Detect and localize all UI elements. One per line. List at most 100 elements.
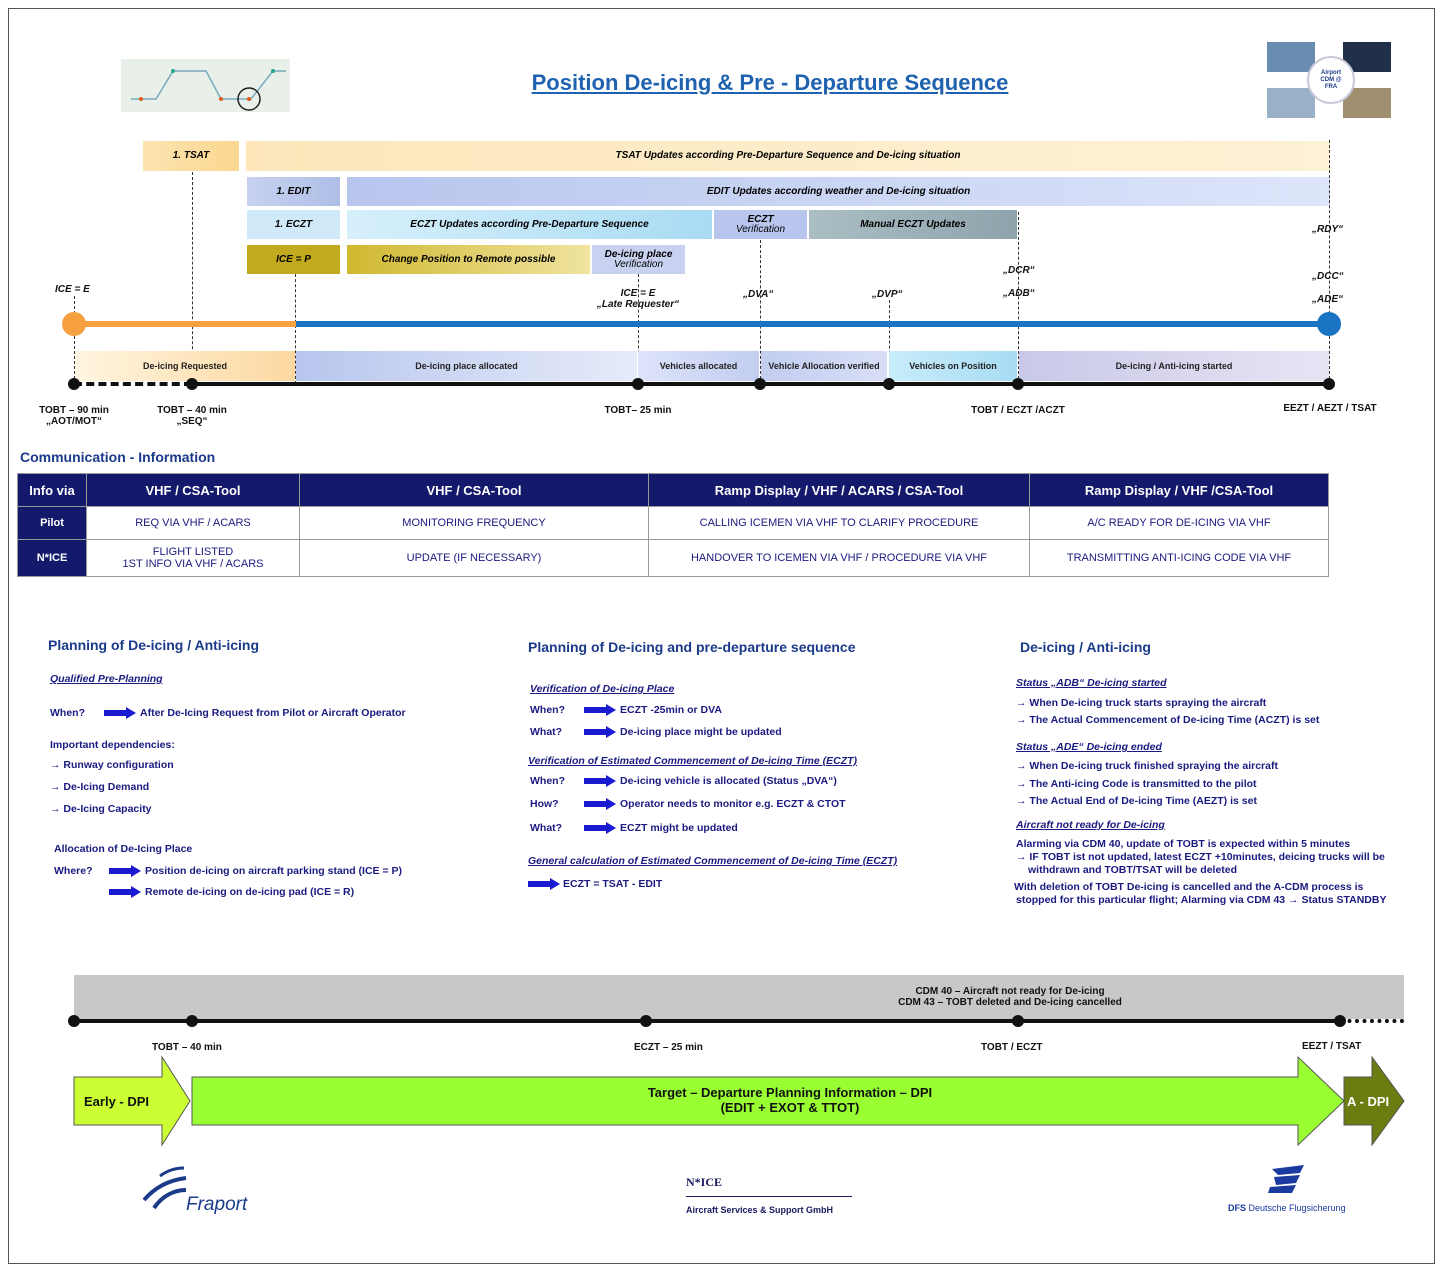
col3-a2: → The Actual Commencement of De-icing Ti… (1016, 714, 1320, 726)
timeline-dot-5 (883, 378, 895, 390)
place-verification-line1: De-icing place (604, 248, 673, 260)
nice-logo: N*ICE Aircraft Services & Support GmbH (686, 1175, 856, 1215)
col1-sub-preplanning: Qualified Pre-Planning (50, 673, 163, 685)
table-cell-line1: FLIGHT LISTED (152, 546, 234, 558)
table-row: Pilot REQ VIA VHF / ACARS MONITORING FRE… (17, 506, 1329, 540)
col1-alloc-heading: Allocation of De-Icing Place (54, 843, 193, 855)
time-label-tobt40: TOBT – 40 min „SEQ“ (152, 405, 232, 427)
col2-w2-key: What? (530, 726, 563, 738)
edit-updates-bar: EDIT Updates according weather and De-ic… (347, 177, 1330, 206)
timeline-dot-6 (1012, 378, 1024, 390)
col3-sub-notready: Aircraft not ready for De-icing (1016, 819, 1165, 831)
vline-dvp (889, 300, 890, 384)
time-label-tobt40-line2: „SEQ“ (176, 416, 208, 427)
lower-timeline-dotted (1340, 1019, 1404, 1023)
col3-c2: → IF TOBT ist not updated, latest ECZT +… (1016, 851, 1385, 863)
arrow-icon (584, 726, 616, 738)
comm-header-2: VHF / CSA-Tool (299, 473, 649, 507)
tsat-first-bar: 1. TSAT (143, 141, 239, 171)
fraport-logo: Fraport (140, 1166, 270, 1216)
col2-heading: Planning of De-icing and pre-departure s… (528, 639, 856, 655)
lower-dot-3 (640, 1015, 652, 1027)
col2-w4-key: How? (530, 798, 559, 810)
col3-sub-adb: Status „ADB“ De-icing started (1016, 677, 1167, 689)
time-label-tobt90-line2: „AOT/MOT“ (45, 416, 103, 427)
comm-header-0: Info via (17, 473, 87, 507)
dfs-emblem-icon (1268, 1165, 1304, 1193)
col1-dep-1: → Runway configuration (50, 759, 174, 771)
airport-cdm-logo: Airport CDM @ FRA (1267, 42, 1391, 118)
col2-w3-key: When? (530, 775, 565, 787)
col3-heading: De-icing / Anti-icing (1020, 639, 1151, 655)
table-cell: A/C READY FOR DE-ICING VIA VHF (1029, 506, 1329, 540)
table-cell: CALLING ICEMEN VIA VHF TO CLARIFY PROCED… (648, 506, 1030, 540)
arrow-icon (104, 707, 136, 719)
col3-sub-ade: Status „ADE“ De-icing ended (1016, 741, 1162, 753)
arrow-icon (584, 704, 616, 716)
table-cell: HANDOVER TO ICEMEN VIA VHF / PROCEDURE V… (648, 539, 1030, 577)
target-dpi-line2: (EDIT + EXOT & TTOT) (720, 1100, 860, 1115)
nice-logo-text: N*ICE (686, 1175, 723, 1189)
dfs-rest-text: Deutsche Flugsicherung (1248, 1203, 1346, 1213)
lower-timeline (74, 1019, 1340, 1023)
edit-first-bar: 1. EDIT (247, 177, 340, 206)
comm-header-row: Info via VHF / CSA-Tool VHF / CSA-Tool R… (17, 473, 1329, 507)
marker-ice-e-late-line2: „Late Requester“ (596, 299, 680, 310)
cdm-text-block: CDM 40 – Aircraft not ready for De-icing… (740, 986, 1280, 1008)
timeline-dot-1 (68, 378, 80, 390)
table-row: N*ICE FLIGHT LISTED 1ST INFO VIA VHF / A… (17, 539, 1329, 577)
vline-dva (760, 240, 761, 384)
time-label-tobt40-line1: TOBT – 40 min (157, 405, 227, 416)
marker-adb: „ADB“ (1003, 288, 1035, 299)
comm-heading: Communication - Information (20, 449, 216, 465)
col3-c3: withdrawn and TOBT/TSAT will be deleted (1028, 864, 1238, 876)
target-dpi-label: Target – Departure Planning Information … (560, 1085, 1020, 1115)
col1-where-value-2: Remote de-icing on de-icing pad (ICE = R… (145, 886, 355, 898)
col2-w5-key: What? (530, 822, 563, 834)
table-cell: TRANSMITTING ANTI-ICING CODE VIA VHF (1029, 539, 1329, 577)
lower-dot-5 (1334, 1015, 1346, 1027)
lower-dot-1 (68, 1015, 80, 1027)
col3-c5: stopped for this particular flight; Alar… (1016, 894, 1387, 906)
vline-tobt40 (192, 172, 193, 384)
time-label-tobt25: TOBT– 25 min (604, 405, 672, 416)
marker-rdy: „RDY“ (1312, 224, 1344, 235)
col3-c4: With deletion of TOBT De-icing is cancel… (1014, 881, 1364, 893)
timeline-dot-7 (1323, 378, 1335, 390)
page-title: Position De-icing & Pre - Departure Sequ… (531, 70, 1009, 95)
dfs-logo: DFS Deutsche Flugsicherung (1228, 1163, 1358, 1213)
marker-ice-e-late: ICE = E „Late Requester“ (588, 288, 688, 310)
target-dpi-line1: Target – Departure Planning Information … (647, 1085, 933, 1100)
col1-where-key: Where? (54, 865, 93, 877)
eczt-verification-bar: ECZT Verification (714, 210, 807, 239)
time-label-eezt: EEZT / AEZT / TSAT (1283, 403, 1377, 414)
marker-ice-e-late-line1: ICE = E (620, 288, 656, 299)
arrow-icon (109, 886, 141, 898)
table-cell: UPDATE (IF NECESSARY) (299, 539, 649, 577)
lower-label-tobt40: TOBT – 40 min (152, 1042, 222, 1053)
arrow-icon (528, 878, 560, 890)
arrow-icon (584, 822, 616, 834)
eczt-verification-line2: Verification (735, 223, 786, 235)
progress-line-blue (296, 321, 1330, 327)
col2-w1-value: ECZT -25min or DVA (620, 704, 722, 716)
col1-when-key: When? (50, 707, 85, 719)
page-frame (8, 8, 1435, 1264)
cdm40-text: CDM 40 – Aircraft not ready for De-icing (915, 986, 1105, 997)
manual-eczt-bar: Manual ECZT Updates (809, 210, 1017, 239)
timeline-dot-3 (632, 378, 644, 390)
col2-sub-eczt: Verification of Estimated Commencement o… (528, 755, 858, 767)
lower-label-eczt25: ECZT – 25 min (634, 1042, 703, 1053)
vline-start (74, 296, 75, 384)
timeline-dot-4 (754, 378, 766, 390)
col2-w1-key: When? (530, 704, 565, 716)
mini-chart-thumbnail (121, 59, 290, 112)
table-cell: REQ VIA VHF / ACARS (86, 506, 300, 540)
arrow-icon (584, 798, 616, 810)
col3-b3: → The Actual End of De-icing Time (AEZT)… (1016, 795, 1257, 807)
eczt-first-bar: 1. ECZT (247, 210, 340, 239)
arrow-icon (109, 865, 141, 877)
comm-header-4: Ramp Display / VHF /CSA-Tool (1029, 473, 1329, 507)
cdm-grey-band (74, 975, 1404, 1019)
row-label-nice: N*ICE (17, 539, 87, 577)
